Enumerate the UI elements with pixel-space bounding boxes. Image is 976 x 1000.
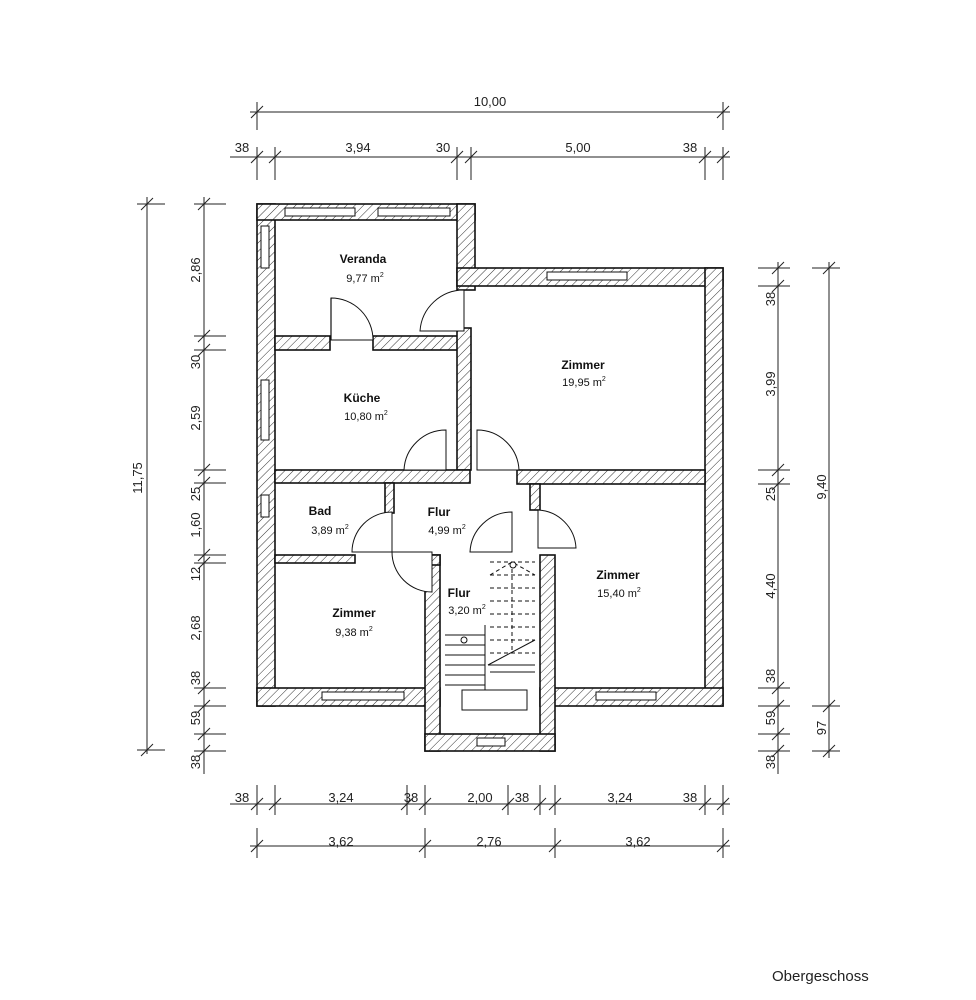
room-area: 3,20 m <box>448 605 482 617</box>
dimension-bottom-row-2: 3,62 2,76 3,62 <box>250 828 730 858</box>
dimension-label: 38 <box>188 755 203 769</box>
svg-text:9,38 m2: 9,38 m2 <box>335 626 373 639</box>
dimension-label: 38 <box>763 292 778 306</box>
dimension-label: 11,75 <box>130 462 145 494</box>
dimension-label: 38 <box>515 790 529 805</box>
room-name: Flur <box>448 586 471 600</box>
dimension-label: 38 <box>683 140 697 155</box>
dimension-label: 3,62 <box>328 834 353 849</box>
dimension-label: 38 <box>763 755 778 769</box>
dimension-left-total: 11,75 <box>130 197 165 757</box>
svg-text:3,89 m2: 3,89 m2 <box>311 524 349 537</box>
room-area: 9,38 m <box>335 627 369 639</box>
svg-text:4,99 m2: 4,99 m2 <box>428 524 466 537</box>
dimension-right-total: 9,40 97 <box>812 261 840 758</box>
dimension-label: 2,59 <box>188 405 203 430</box>
dimension-label: 10,00 <box>474 94 507 109</box>
windows <box>260 207 657 747</box>
dimension-label: 3,24 <box>328 790 353 805</box>
room-veranda: Veranda 9,77 m2 <box>340 252 387 285</box>
dimension-label: 59 <box>763 711 778 725</box>
dimension-label: 3,24 <box>607 790 632 805</box>
room-kueche: Küche 10,80 m2 <box>344 391 388 423</box>
room-flur-upper: Flur 4,99 m2 <box>428 505 466 537</box>
room-name: Zimmer <box>332 606 376 620</box>
dimension-top-row: 38 3,94 30 5,00 38 <box>230 140 730 180</box>
dimension-label: 9,40 <box>814 474 829 499</box>
svg-text:3,20 m2: 3,20 m2 <box>448 604 486 617</box>
room-area: 3,89 m <box>311 525 345 537</box>
dimension-label: 2,68 <box>188 615 203 640</box>
dimension-label: 25 <box>763 487 778 501</box>
dimension-left-row: 2,86 30 2,59 25 1,60 12 2,68 38 59 38 <box>188 197 226 774</box>
dimension-label: 3,62 <box>625 834 650 849</box>
room-name: Veranda <box>340 252 387 266</box>
floor-caption: Obergeschoss <box>772 968 869 985</box>
dimension-right-row: 38 3,99 25 4,40 38 59 38 <box>758 261 790 774</box>
room-area: 15,40 m <box>597 588 637 600</box>
dimension-label: 2,76 <box>476 834 501 849</box>
room-area: 19,95 m <box>562 377 602 389</box>
dimension-label: 38 <box>683 790 697 805</box>
dimension-top-total: 10,00 <box>250 94 730 130</box>
dimension-label: 30 <box>436 140 450 155</box>
room-area: 9,77 m <box>346 273 380 285</box>
dimension-label: 25 <box>188 487 203 501</box>
svg-text:15,40 m2: 15,40 m2 <box>597 587 641 600</box>
dimension-label: 1,60 <box>188 512 203 537</box>
room-name: Zimmer <box>596 568 640 582</box>
room-flur-stair: Flur 3,20 m2 <box>448 586 486 617</box>
dimension-label: 97 <box>814 721 829 735</box>
svg-text:9,77 m2: 9,77 m2 <box>346 272 384 285</box>
dimension-label: 3,99 <box>763 371 778 396</box>
dimension-label: 4,40 <box>763 573 778 598</box>
dimension-bottom-row-1: 38 3,24 38 2,00 38 3,24 38 <box>230 785 730 815</box>
dimension-label: 30 <box>188 355 203 369</box>
room-name: Zimmer <box>561 358 605 372</box>
room-name: Bad <box>309 504 332 518</box>
doors <box>330 289 577 593</box>
dimension-label: 2,00 <box>467 790 492 805</box>
dimension-label: 59 <box>188 711 203 725</box>
dimension-label: 38 <box>188 671 203 685</box>
room-zimmer-left: Zimmer 9,38 m2 <box>332 606 376 639</box>
room-area: 10,80 m <box>344 411 384 423</box>
dimension-label: 12 <box>188 567 203 581</box>
dimension-label: 3,94 <box>345 140 370 155</box>
dimension-label: 38 <box>235 140 249 155</box>
room-zimmer-right: Zimmer 15,40 m2 <box>596 568 641 600</box>
dimension-label: 5,00 <box>565 140 590 155</box>
room-name: Flur <box>428 505 451 519</box>
room-name: Küche <box>344 391 381 405</box>
dimension-label: 2,86 <box>188 257 203 282</box>
room-area: 4,99 m <box>428 525 462 537</box>
svg-text:19,95 m2: 19,95 m2 <box>562 376 606 389</box>
svg-text:10,80 m2: 10,80 m2 <box>344 410 388 423</box>
room-zimmer-big: Zimmer 19,95 m2 <box>561 358 606 389</box>
dimension-label: 38 <box>404 790 418 805</box>
dimension-label: 38 <box>763 669 778 683</box>
staircase <box>445 561 536 711</box>
room-bad: Bad 3,89 m2 <box>309 504 349 537</box>
dimension-label: 38 <box>235 790 249 805</box>
walls <box>256 203 724 752</box>
